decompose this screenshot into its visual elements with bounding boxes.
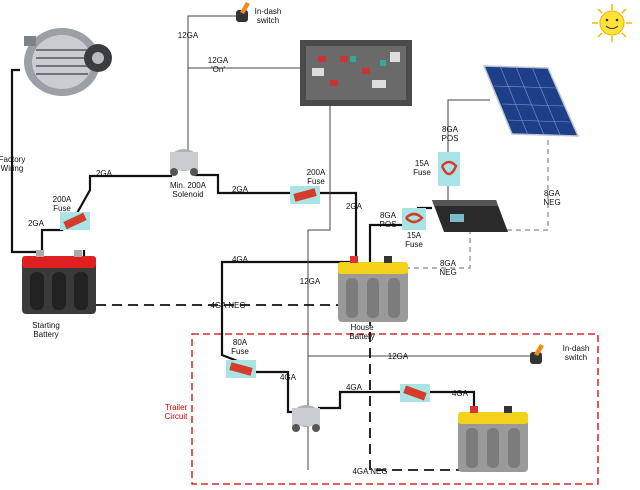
wire-4ga-trailer-a-label: 4GA xyxy=(280,373,297,382)
house-battery xyxy=(338,256,408,322)
wire-4ga-trailer-b-label: 4GA xyxy=(346,383,363,392)
in-dash-switch-top-icon xyxy=(236,2,250,22)
charge-controller xyxy=(432,200,508,232)
negative-wires xyxy=(96,140,549,471)
fuse-15a-mid xyxy=(402,208,426,230)
main-solenoid xyxy=(170,149,198,176)
trailer-solenoid xyxy=(292,405,320,432)
wire-12ga-mid-label: 12GA xyxy=(300,277,321,286)
trailer-battery xyxy=(458,406,528,472)
wire-2ga-left-label: 2GA xyxy=(28,219,45,228)
fuse-trailer xyxy=(400,384,430,402)
wire-12ga-top-label: 12GA xyxy=(178,31,199,40)
starting-battery xyxy=(22,250,96,314)
wire-2ga-down-label: 2GA xyxy=(346,202,363,211)
fuse-15a-top xyxy=(438,152,460,186)
neg-4ga-trailer-label: 4GA NEG xyxy=(352,467,387,476)
wire-12ga-trailer-label: 12GA xyxy=(388,352,409,361)
trailer-circuit-box xyxy=(191,333,599,485)
wire-12ga-on-label: 12GA'On' xyxy=(208,56,229,74)
in-dash-switch-trailer-icon xyxy=(530,344,544,364)
wire-4ga-trailer-c-label: 4GA xyxy=(452,389,469,398)
wire-2ga-mid-label: 2GA xyxy=(96,169,113,178)
neg-4ga-main-label: 4GA NEG xyxy=(210,301,245,310)
fuse-200a-right xyxy=(290,186,320,204)
fuse-box-photo xyxy=(300,40,412,106)
fuse-200a-left xyxy=(60,212,90,230)
sun-icon xyxy=(592,4,632,42)
wire-2ga-solenoid-out-label: 2GA xyxy=(232,185,249,194)
alternator xyxy=(24,28,112,96)
solar-panel xyxy=(482,65,580,137)
wire-4ga-left-label: 4GA xyxy=(232,255,249,264)
fuse-80a xyxy=(226,360,256,378)
